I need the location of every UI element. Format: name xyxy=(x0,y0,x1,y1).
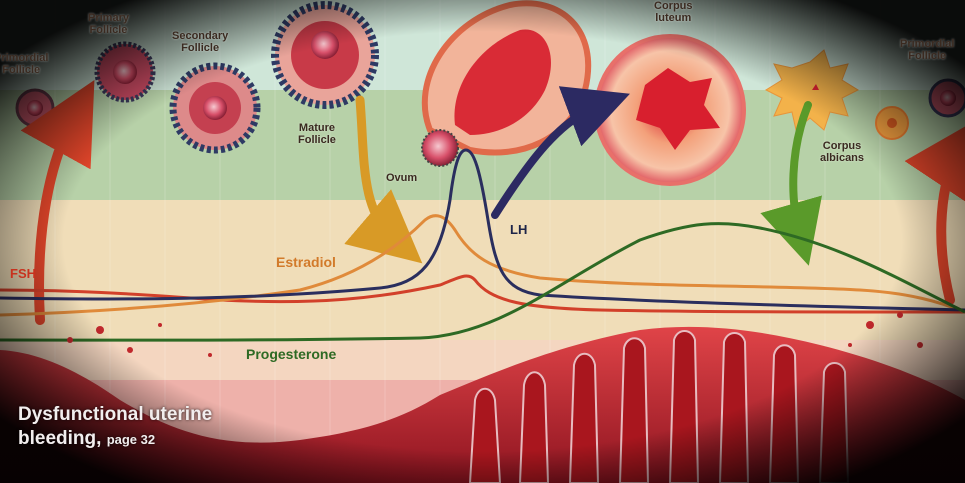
label-fsh: FSH xyxy=(10,266,36,281)
caption-line2: bleeding, page 32 xyxy=(18,428,155,450)
label-ovum: Ovum xyxy=(386,172,417,184)
caption-subject: bleeding, xyxy=(18,428,101,449)
label-lh: LH xyxy=(510,222,527,237)
label-estradiol: Estradiol xyxy=(276,254,336,270)
caption-title: Dysfunctional uterine xyxy=(18,404,212,426)
caption-page-ref: page 32 xyxy=(107,432,155,447)
label-progesterone: Progesterone xyxy=(246,346,336,362)
